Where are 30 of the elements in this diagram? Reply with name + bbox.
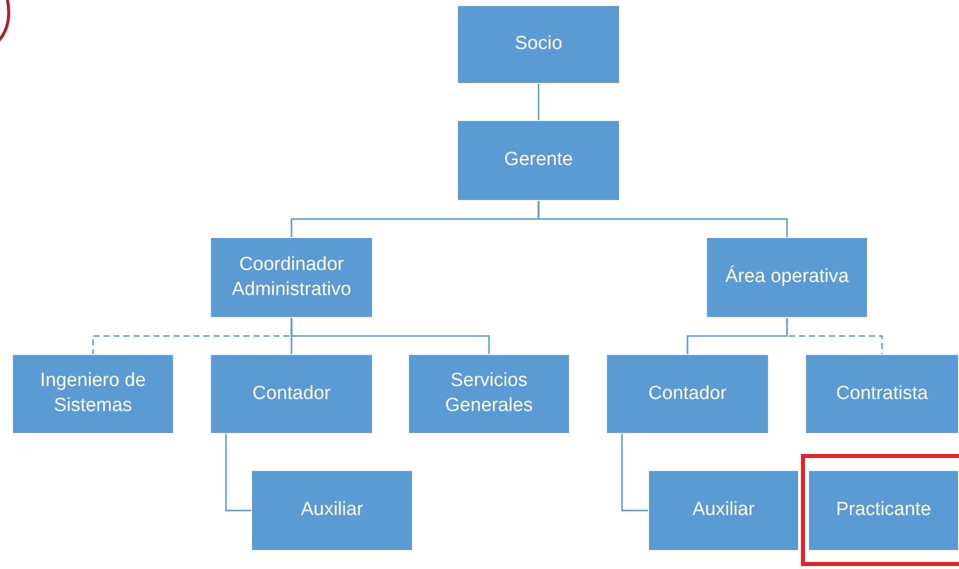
connector-line bbox=[538, 84, 540, 120]
org-box bbox=[210, 237, 373, 318]
org-box bbox=[808, 470, 959, 551]
connector-line bbox=[621, 434, 648, 512]
role-label: Área operativa bbox=[725, 265, 849, 290]
connector-line bbox=[786, 318, 883, 354]
role-label: Auxiliar bbox=[300, 498, 364, 522]
connector-line bbox=[290, 318, 490, 354]
role-label: Gerente bbox=[504, 148, 573, 172]
role-label: Coordinador Administrativo bbox=[230, 252, 352, 302]
connector-line bbox=[225, 434, 251, 512]
role-label: Ingeniero de Sistemas bbox=[39, 369, 147, 418]
role-label: Socio bbox=[514, 32, 562, 56]
role-label: Servicios Generales bbox=[444, 369, 534, 418]
org-box bbox=[706, 237, 868, 318]
role-label: Contratista bbox=[836, 382, 928, 406]
org-box bbox=[457, 5, 620, 84]
connector-line bbox=[538, 201, 788, 237]
org-box bbox=[210, 354, 373, 434]
role-label: Auxiliar bbox=[692, 498, 755, 522]
org-box bbox=[408, 354, 570, 434]
org-box bbox=[648, 470, 799, 551]
org-box bbox=[457, 120, 620, 201]
role-label: Contador bbox=[648, 382, 727, 406]
org-box bbox=[12, 354, 174, 434]
org-box bbox=[606, 354, 769, 434]
org-box bbox=[251, 470, 413, 551]
org-box bbox=[805, 354, 959, 434]
role-label: Contador bbox=[252, 382, 331, 406]
role-label: Practicante bbox=[836, 498, 932, 522]
